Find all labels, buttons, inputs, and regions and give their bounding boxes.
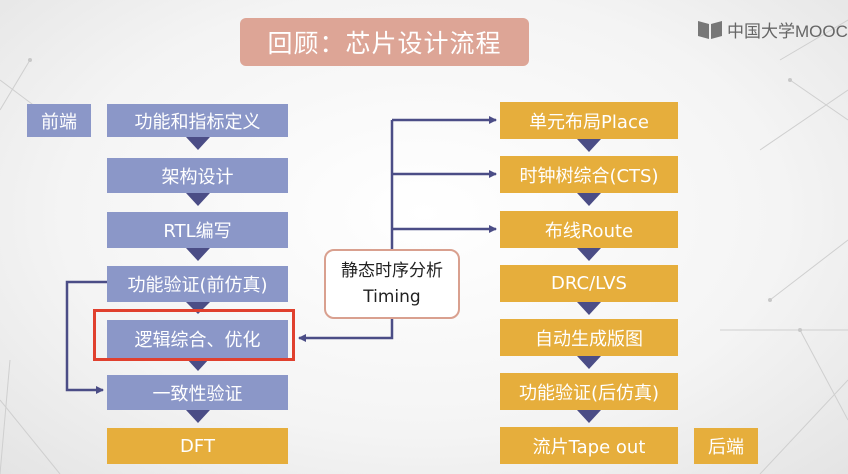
step-clock-tree-synthesis: 时钟树综合(CTS) [500, 156, 678, 193]
step-drc-lvs: DRC/LVS [500, 265, 678, 302]
mooc-logo: 中国大学MOOC [697, 17, 848, 41]
step-logic-synthesis: 逻辑综合、优化 [107, 320, 288, 358]
step-rtl-coding: RTL编写 [107, 212, 288, 248]
step-function-spec: 功能和指标定义 [107, 104, 288, 137]
static-timing-analysis-box: 静态时序分析 Timing [324, 249, 460, 319]
backend-label: 后端 [694, 428, 758, 464]
step-dft: DFT [107, 428, 288, 464]
step-placement: 单元布局Place [500, 102, 678, 139]
step-architecture-design: 架构设计 [107, 158, 288, 193]
step-pre-simulation: 功能验证(前仿真) [107, 266, 288, 302]
sta-line1: 静态时序分析 [341, 261, 443, 281]
page-title: 回顾：芯片设计流程 [240, 18, 529, 66]
step-equivalence-check: 一致性验证 [107, 375, 288, 410]
frontend-label: 前端 [27, 104, 91, 137]
synthesis-highlight-frame [93, 309, 295, 361]
step-routing: 布线Route [500, 211, 678, 248]
book-icon [698, 21, 722, 39]
step-post-simulation: 功能验证(后仿真) [500, 373, 678, 410]
logo-text: 中国大学MOOC [727, 21, 848, 41]
step-tape-out: 流片Tape out [500, 427, 678, 464]
sta-line2: Timing [363, 287, 421, 307]
step-auto-layout: 自动生成版图 [500, 319, 678, 356]
